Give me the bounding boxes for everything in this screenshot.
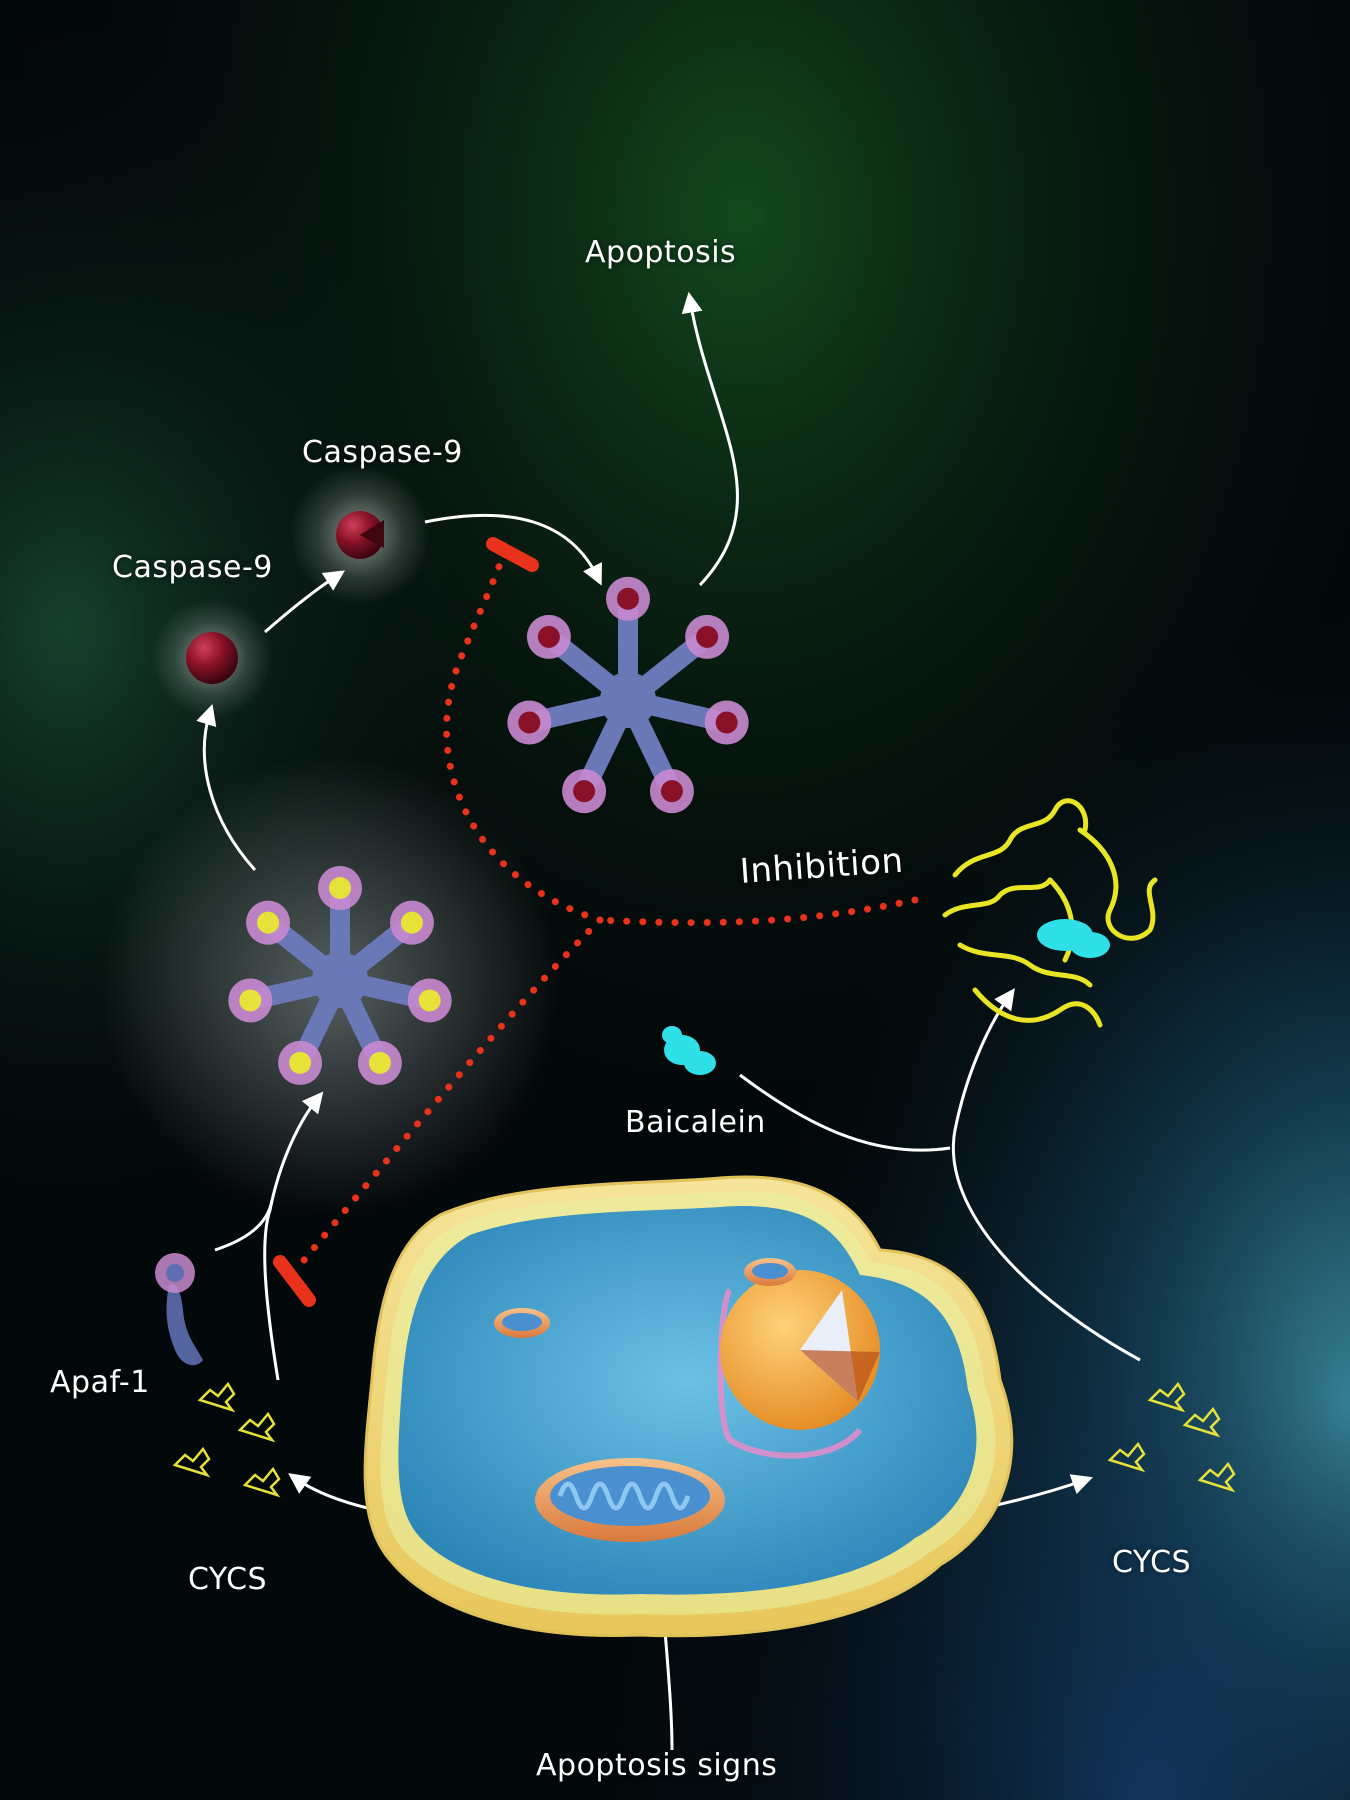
mitochondrion-small-left [494, 1308, 550, 1338]
apoptosome-active-bound-caspase [518, 711, 541, 734]
apoptosome-inactive-spoke [330, 970, 385, 1063]
apoptosome-inactive-bound-cytochrome [289, 1051, 312, 1074]
cytochrome-c-cluster-left [172, 1381, 281, 1498]
arrow-baicalein-to-join [739, 1073, 951, 1152]
apoptosome-active-spoke [532, 690, 638, 730]
caspase9-active-sphere [336, 511, 384, 559]
protein-ribbon-structure [942, 798, 1158, 1028]
apoptosome-active-spoke [618, 690, 677, 790]
arrow-apoptosome-to-procaspase [196, 703, 257, 872]
cell [363, 1175, 1014, 1638]
apoptosome-active [507, 576, 749, 814]
caspase9-active-label: Caspase-9 [302, 435, 463, 470]
apoptosome-inactive-spoke [330, 920, 413, 990]
baicalein-label: Baicalein [625, 1105, 766, 1140]
apoptosome-inactive-bound-cytochrome [257, 911, 280, 934]
inhibition-bar-upper [486, 537, 539, 572]
arrow-procaspase-to-active [264, 570, 346, 634]
apoptosome-inactive-bound-cytochrome [239, 989, 262, 1012]
apoptosome-active-bound-caspase [660, 780, 683, 803]
inhibition-path-lower [296, 916, 604, 1269]
inhibition-paths [296, 546, 919, 1269]
arrow-apaf1-join [214, 1199, 274, 1252]
apoptosome-active-bound-caspase [715, 711, 738, 734]
apoptosome-active-bound-caspase [696, 625, 719, 648]
apoptosome-inactive-spoke [252, 970, 350, 1008]
apoptosome-active-spoke [579, 690, 638, 790]
apoptosome-active-spoke [618, 635, 707, 710]
nucleus [717, 1270, 880, 1459]
arrow-caspase-to-apoptosome [424, 513, 602, 586]
apoptosome-inactive-bound-cytochrome [329, 877, 351, 899]
apoptosome-active-spoke [618, 690, 724, 730]
apaf1-monomer [155, 1253, 203, 1366]
baicalein-bound [1037, 919, 1110, 958]
cytochrome-c-cluster-right [1107, 1381, 1236, 1493]
apoptosome-inactive [228, 866, 452, 1085]
apoptosome-active-bound-caspase [537, 625, 560, 648]
mitochondrion-small-top [744, 1258, 796, 1286]
apoptosis-label: Apoptosis [585, 235, 737, 270]
inhibition-bar-lower [273, 1255, 316, 1307]
cycs-left-label: CYCS [188, 1562, 268, 1597]
apoptosome-inactive-bound-cytochrome [418, 989, 441, 1012]
caspase9-pro-label: Caspase-9 [112, 550, 273, 585]
apoptosome-inactive-spoke [267, 920, 350, 990]
apaf1-label: Apaf-1 [50, 1365, 150, 1400]
mitochondrion-large [535, 1458, 725, 1542]
apoptosome-inactive-spoke [330, 970, 428, 1008]
baicalein-molecule [662, 1026, 716, 1075]
procaspase9-sphere [186, 632, 238, 684]
apoptosome-active-spoke [549, 635, 638, 710]
apoptosome-active-bound-caspase [573, 780, 596, 803]
cycs-right-label: CYCS [1112, 1545, 1192, 1580]
apoptosome-active-bound-caspase [617, 587, 639, 610]
apoptosome-inactive-spoke [295, 970, 350, 1063]
inhibition-bars [273, 537, 539, 1307]
apoptosis-signs-label: Apoptosis signs [536, 1748, 778, 1783]
arrow-cycs-right-up [951, 988, 1141, 1362]
arrow-apoptosome-to-apoptosis [681, 291, 739, 587]
apoptosome-inactive-bound-cytochrome [400, 911, 423, 934]
apoptosome-inactive-bound-cytochrome [368, 1051, 391, 1074]
